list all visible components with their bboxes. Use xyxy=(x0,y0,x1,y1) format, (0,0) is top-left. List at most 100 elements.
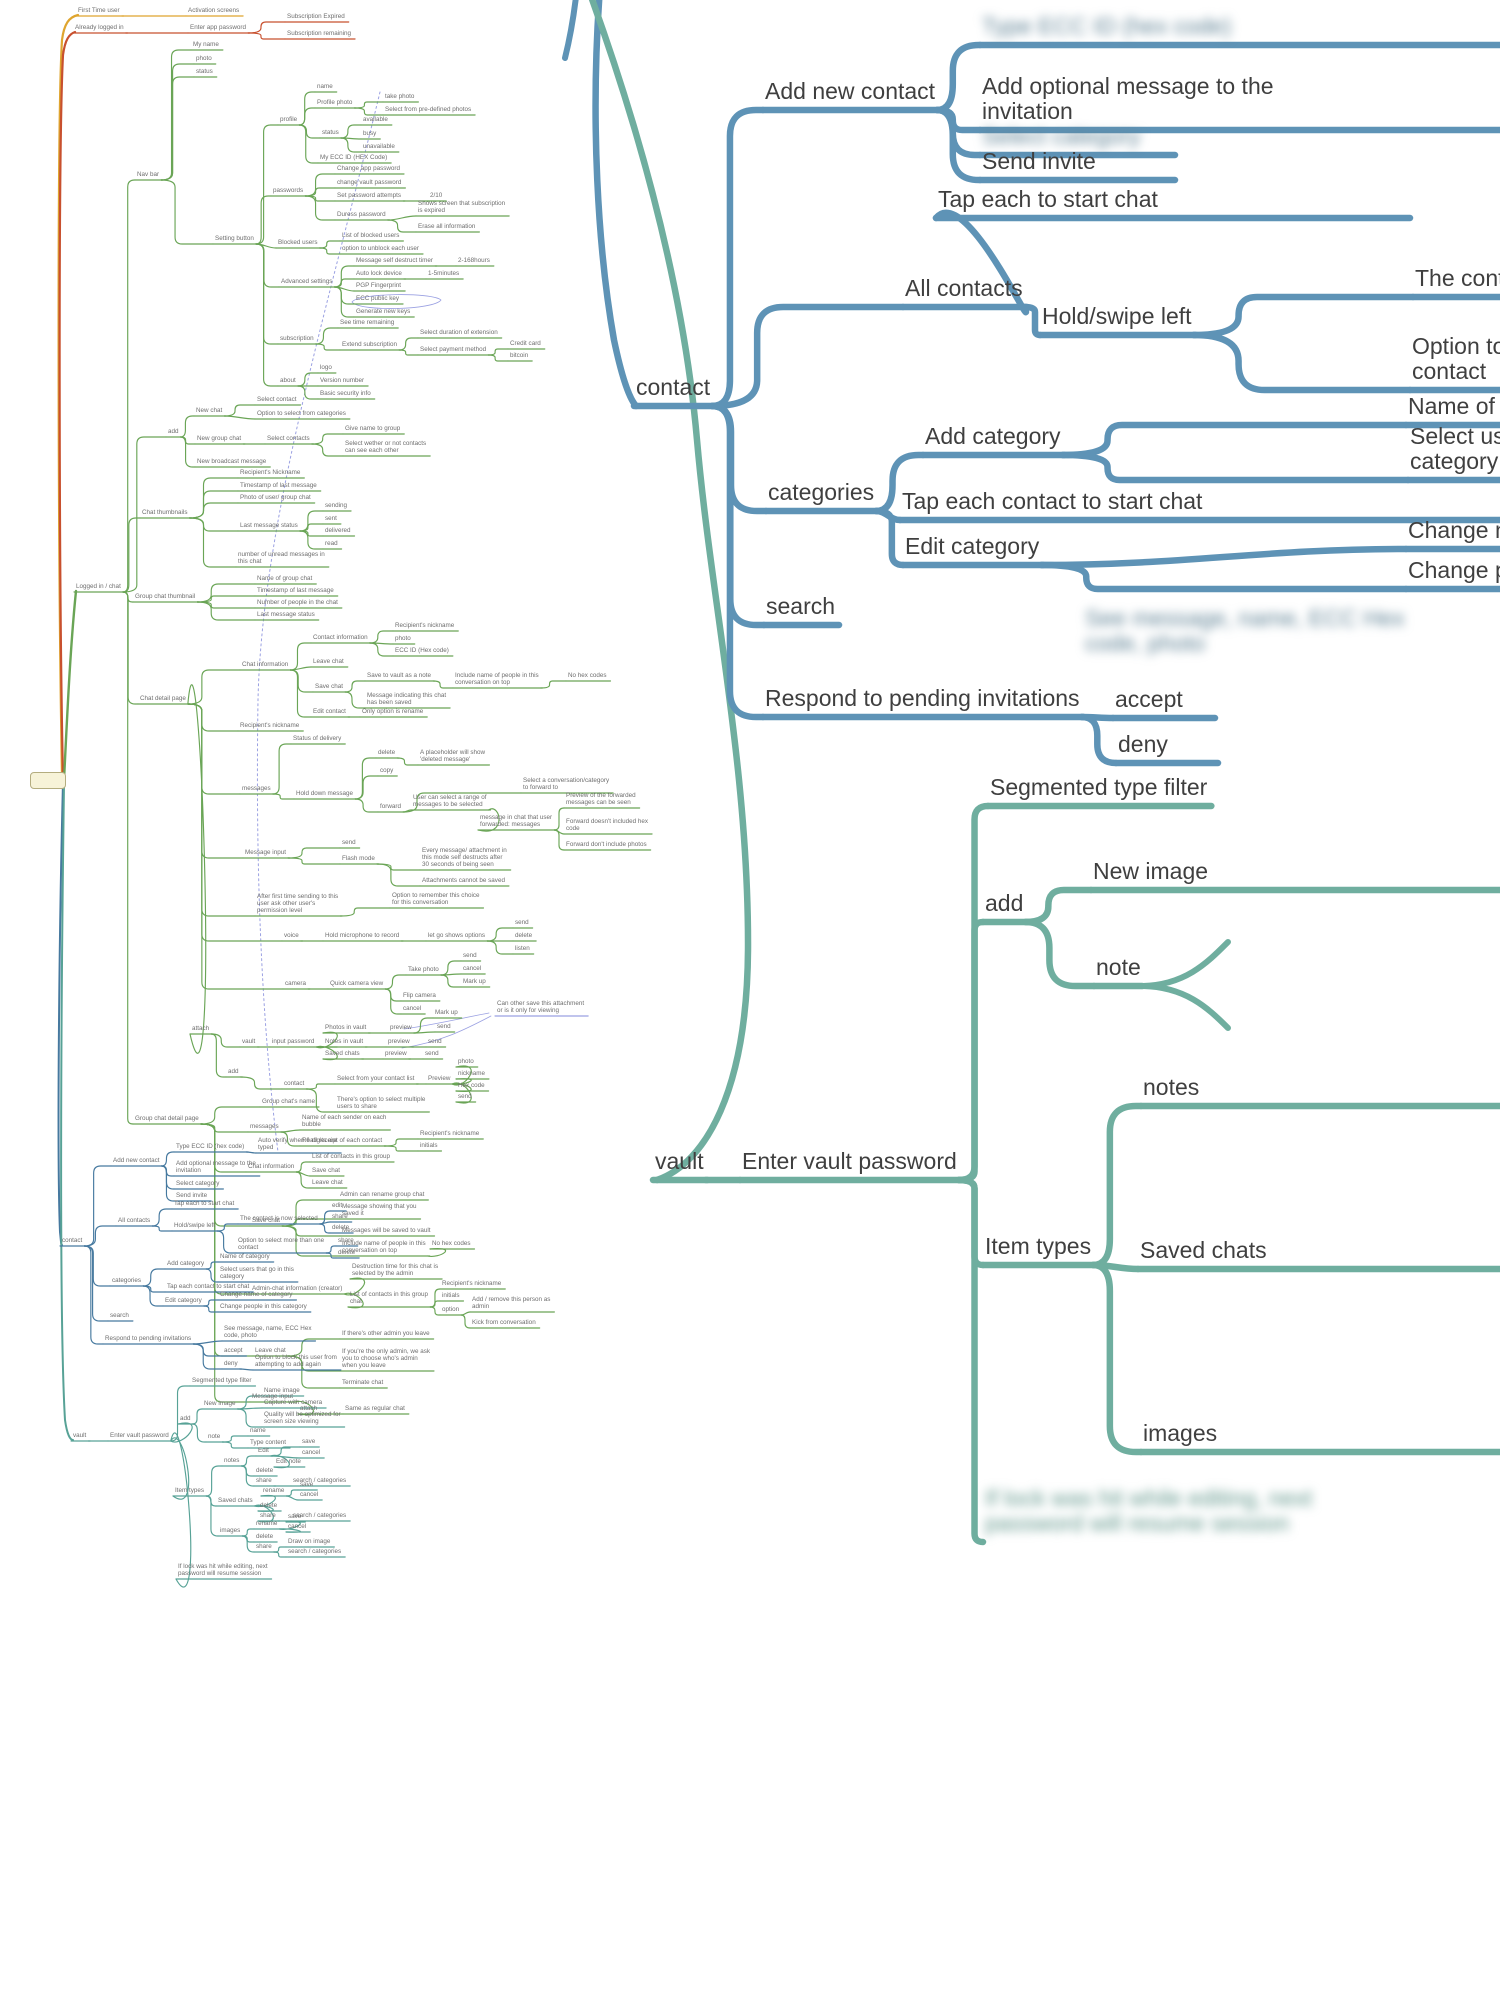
node-images[interactable]: images xyxy=(220,1527,241,1535)
node-if-lock-was-hit-while-editing-next[interactable]: If lock was hit while editing, next pass… xyxy=(985,1484,1313,1537)
node-version-number[interactable]: Version number xyxy=(320,377,365,385)
node-share[interactable]: share xyxy=(260,1512,276,1520)
node-recipient-s-nickname[interactable]: Recipient's nickname xyxy=(395,622,455,630)
node-if-there-s-other-admin-you-leave[interactable]: If there's other admin you leave xyxy=(342,1330,430,1338)
node-search-categories[interactable]: search / categories xyxy=(293,1477,347,1485)
node-see-message-name-ecc-hex[interactable]: See message, name, ECC Hex code, photo xyxy=(224,1325,312,1340)
node-can-other-save-this-attachment[interactable]: Can other save this attachment or is it … xyxy=(497,1000,585,1015)
node-message-showing-that-you[interactable]: Message showing that you saved it xyxy=(342,1203,417,1218)
node-forward-don-t-include-photos[interactable]: Forward don't include photos xyxy=(566,841,647,849)
node-nav-bar[interactable]: Nav bar xyxy=(137,171,160,179)
node-auto-verify-when-6-digits-are[interactable]: Auto verify when 6 digits are typed xyxy=(258,1137,338,1152)
node-message-in-chat-that-user[interactable]: message in chat that user forwarded: mes… xyxy=(480,814,553,829)
node-basic-security-info[interactable]: Basic security info xyxy=(320,390,371,398)
node-send-invite[interactable]: Send invite xyxy=(176,1192,208,1200)
node-sending[interactable]: sending xyxy=(325,502,348,510)
node-read-receipt-of-each-contact[interactable]: Read receipt of each contact xyxy=(302,1137,383,1145)
node-logo[interactable]: logo xyxy=(320,364,332,372)
node-chat-information[interactable]: Chat information xyxy=(242,661,289,669)
node-name-of-category[interactable]: Name of category xyxy=(220,1253,270,1261)
node-hold-microphone-to-record[interactable]: Hold microphone to record xyxy=(325,932,400,940)
node-add-new-contact[interactable]: Add new contact xyxy=(113,1157,160,1165)
node-add[interactable]: add xyxy=(228,1068,239,1076)
node-my-name[interactable]: My name xyxy=(193,41,219,49)
node-messages-will-be-saved-to-vault[interactable]: Messages will be saved to vault xyxy=(342,1227,431,1235)
node-cancel[interactable]: cancel xyxy=(302,1449,321,1457)
node-message-indicating-this-chat[interactable]: Message indicating this chat has been sa… xyxy=(367,692,447,707)
node-select-contacts[interactable]: Select contacts xyxy=(267,435,310,443)
node-message-self-destruct-timer[interactable]: Message self destruct timer xyxy=(356,257,433,265)
node-delete[interactable]: delete xyxy=(256,1467,274,1475)
node-only-option-is-rename[interactable]: Only option is rename xyxy=(362,708,424,716)
node-quality-will-be-optimized-for[interactable]: Quality will be optimized for screen siz… xyxy=(264,1411,341,1426)
node-change-people-in-this-category[interactable]: Change people in this category xyxy=(1408,557,1500,584)
node-profile[interactable]: profile xyxy=(280,116,298,124)
node-select-contact[interactable]: Select contact xyxy=(257,396,297,404)
node-delete[interactable]: delete xyxy=(338,1249,356,1257)
node-recipient-s-nickname[interactable]: Recipient's nickname xyxy=(240,722,300,730)
node-preview[interactable]: preview xyxy=(390,1024,412,1032)
node-save[interactable]: save xyxy=(300,1481,314,1489)
node-voice[interactable]: voice xyxy=(284,932,299,940)
node-notes[interactable]: notes xyxy=(1143,1074,1200,1101)
node-mark-up[interactable]: Mark up xyxy=(463,978,486,986)
node-change-name-of-category[interactable]: Change name of category xyxy=(220,1291,293,1299)
node-option-to-select-more-than-one[interactable]: Option to select more than one contact xyxy=(1412,332,1500,385)
node-listen[interactable]: listen xyxy=(515,945,530,953)
node-list-of-contacts-in-this-group[interactable]: List of contacts in this group chat xyxy=(350,1291,429,1306)
node-item-types[interactable]: Item types xyxy=(175,1487,205,1495)
node-option-to-remember-this-choice[interactable]: Option to remember this choice for this … xyxy=(392,892,480,907)
node-send[interactable]: send xyxy=(428,1038,442,1046)
node-give-name-to-group[interactable]: Give name to group xyxy=(345,425,401,433)
node-delivered[interactable]: delivered xyxy=(325,527,351,535)
node-tap-each-contact-to-start-chat[interactable]: Tap each contact to start chat xyxy=(902,488,1203,515)
node-delete[interactable]: delete xyxy=(256,1533,274,1541)
node-edit[interactable]: edit xyxy=(332,1202,343,1210)
node-forward[interactable]: forward xyxy=(380,803,401,811)
node-no-hex-codes[interactable]: No hex codes xyxy=(568,672,607,680)
node-add-optional-message-to-the[interactable]: Add optional message to the invitation xyxy=(176,1160,256,1175)
node-auto-lock-device[interactable]: Auto lock device xyxy=(356,270,402,278)
node-message-input[interactable]: Message input xyxy=(245,849,286,857)
node-change-vault-password[interactable]: change vault password xyxy=(337,179,402,187)
node-messages[interactable]: messages xyxy=(242,785,271,793)
node-chat-detail-page[interactable]: Chat detail page xyxy=(140,695,186,703)
node-last-message-status[interactable]: Last message status xyxy=(257,611,315,619)
node-search[interactable]: search xyxy=(766,593,836,620)
node-vault[interactable]: vault xyxy=(655,1148,704,1175)
node-save[interactable]: save xyxy=(288,1513,302,1521)
node-input-password[interactable]: input password xyxy=(272,1038,315,1046)
node-saved-chats[interactable]: Saved chats xyxy=(1140,1237,1267,1264)
node-saved-chats[interactable]: Saved chats xyxy=(218,1497,253,1505)
node-rename[interactable]: rename xyxy=(256,1520,278,1528)
node-read[interactable]: read xyxy=(325,540,338,548)
node-set-password-attempts[interactable]: Set password attempts xyxy=(337,192,402,200)
node-add-optional-message-to-the[interactable]: Add optional message to the invitation xyxy=(982,72,1274,125)
node-every-message-attachment-in[interactable]: Every message/ attachment in this mode s… xyxy=(422,847,507,869)
node-attachments-cannot-be-saved[interactable]: Attachments cannot be saved xyxy=(422,877,505,885)
node-chat-thumbnails[interactable]: Chat thumbnails xyxy=(142,509,188,517)
node-about[interactable]: about xyxy=(280,377,296,385)
node-cancel[interactable]: cancel xyxy=(288,1523,307,1531)
node-preview-of-the-forwarded[interactable]: Preview of the forwarded messages can be… xyxy=(566,792,636,807)
node-first-time-user[interactable]: First Time user xyxy=(78,7,120,15)
node-edit[interactable]: Edit xyxy=(258,1447,269,1455)
node-attach[interactable]: attach xyxy=(192,1025,210,1033)
node-hold-down-message[interactable]: Hold down message xyxy=(296,790,354,798)
node-search-categories[interactable]: search / categories xyxy=(293,1512,347,1520)
node-no-hex-codes[interactable]: No hex codes xyxy=(432,1240,471,1248)
node-new-chat[interactable]: New chat xyxy=(196,407,223,415)
map-root-node[interactable] xyxy=(30,772,66,789)
node-photo[interactable]: photo xyxy=(395,635,411,643)
node-accept[interactable]: accept xyxy=(1115,686,1183,713)
node-preview[interactable]: preview xyxy=(385,1050,407,1058)
node-send[interactable]: send xyxy=(463,952,477,960)
node-admin-can-rename-group-chat[interactable]: Admin can rename group chat xyxy=(340,1191,425,1199)
node-option-to-select-more-than-one[interactable]: Option to select more than one contact xyxy=(238,1237,325,1252)
node-see-time-remaining[interactable]: See time remaining xyxy=(340,319,395,327)
node-include-name-of-people-in-this[interactable]: Include name of people in this conversat… xyxy=(455,672,539,687)
node-group-chat-detail-page[interactable]: Group chat detail page xyxy=(135,1115,199,1123)
node-save-chat[interactable]: Save chat xyxy=(252,1217,281,1225)
node-tap-each-contact-to-start-chat[interactable]: Tap each contact to start chat xyxy=(167,1283,250,1291)
node-send[interactable]: send xyxy=(458,1093,472,1101)
